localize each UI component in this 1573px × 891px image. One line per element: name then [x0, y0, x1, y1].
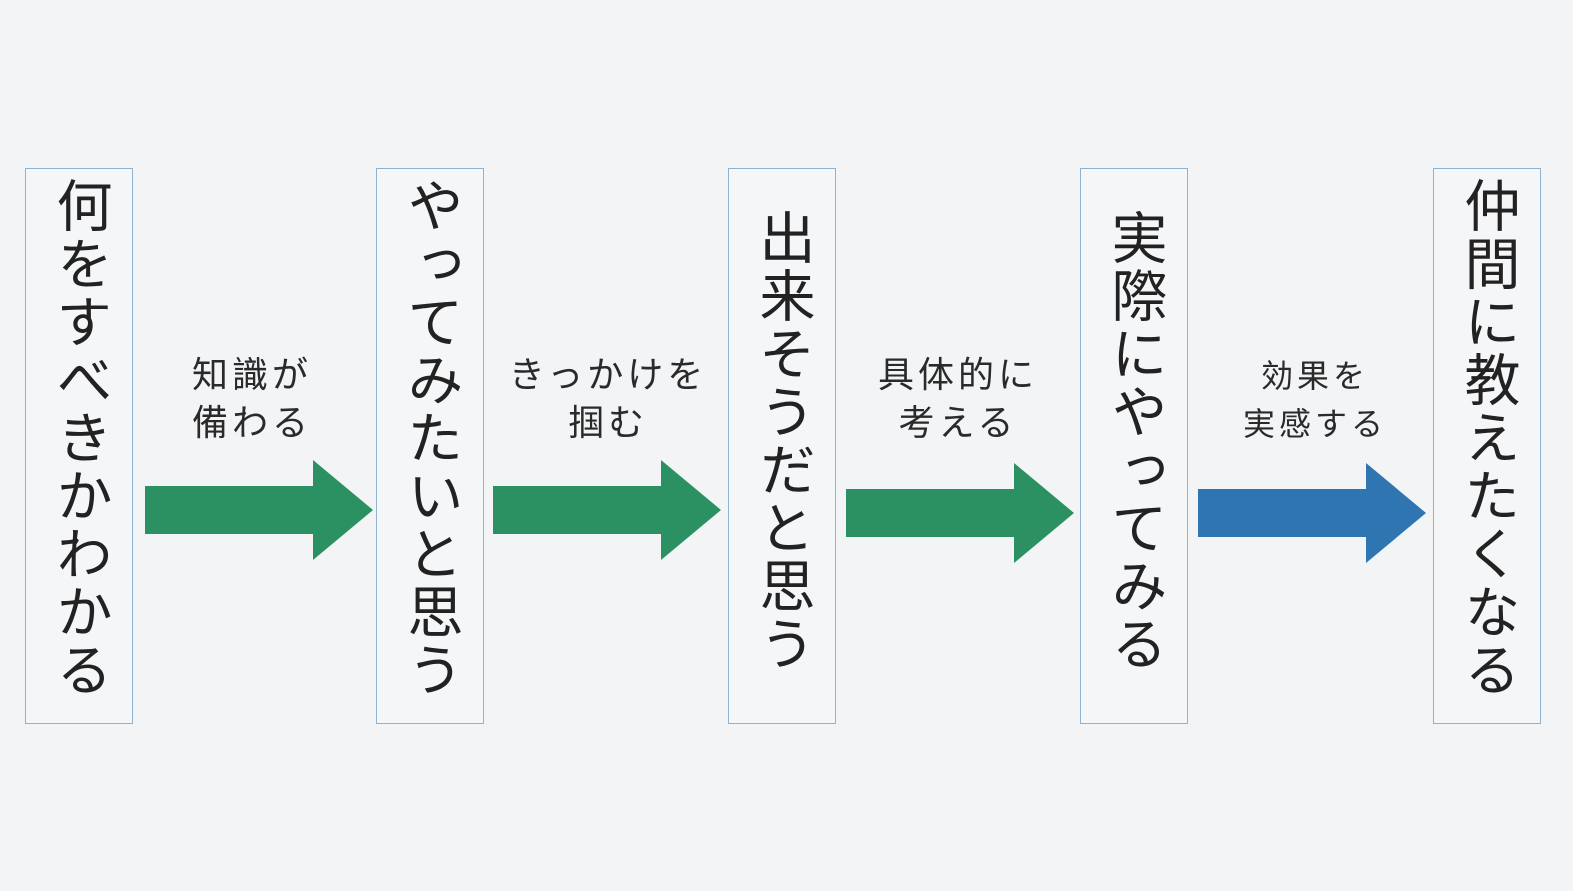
transition-label-2: きっかけを掴む: [493, 352, 723, 448]
step-text: 仲間に教えたくなる: [1455, 177, 1520, 699]
arrow-shape: [1198, 463, 1426, 563]
step-text: やってみたいと思う: [398, 177, 463, 699]
arrow-shape: [493, 460, 721, 560]
step-box-1: 何をすべきかわかる: [25, 168, 133, 724]
label-line: きっかけを: [508, 355, 708, 396]
step-text: 何をすべきかわかる: [47, 177, 112, 699]
label-line: 実感する: [1242, 405, 1387, 443]
transition-label-4: 効果を実感する: [1200, 352, 1430, 448]
label-line: 具体的に: [877, 355, 1038, 396]
step-box-2: やってみたいと思う: [376, 168, 484, 724]
label-line: 効果を: [1260, 357, 1369, 395]
step-text: 実際にやってみる: [1102, 209, 1167, 673]
arrow-right-icon: [145, 460, 373, 560]
step-box-5: 仲間に教えたくなる: [1433, 168, 1541, 724]
label-line: 掴む: [567, 403, 648, 444]
label-line: 考える: [898, 403, 1018, 444]
transition-label-1: 知識が備わる: [137, 352, 367, 448]
step-box-4: 実際にやってみる: [1080, 168, 1188, 724]
arrow-shape: [846, 463, 1074, 563]
transition-label-3: 具体的に考える: [843, 352, 1073, 448]
step-box-3: 出来そうだと思う: [728, 168, 836, 724]
step-text: 出来そうだと思う: [750, 209, 815, 673]
label-line: 備わる: [191, 403, 312, 444]
label-line: 知識が: [191, 355, 312, 396]
arrow-shape: [145, 460, 373, 560]
arrow-right-icon: [493, 460, 721, 560]
arrow-right-icon: [846, 463, 1074, 563]
arrow-right-icon: [1198, 463, 1426, 563]
